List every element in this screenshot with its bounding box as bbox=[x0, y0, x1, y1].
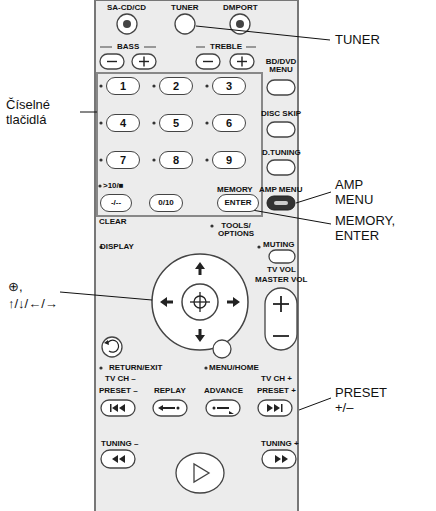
button-label: DMPORT bbox=[223, 4, 258, 12]
button-label: CLEAR bbox=[99, 218, 127, 226]
button-label: >10/■ bbox=[103, 182, 124, 190]
remote-button: 7 bbox=[106, 151, 140, 169]
remote-button: 0/10 bbox=[149, 194, 183, 212]
callout-label: ⊕, bbox=[8, 280, 23, 295]
button-label: TUNING + bbox=[261, 440, 299, 448]
button-label: D.TUNING bbox=[262, 149, 301, 157]
button-label: MUTING bbox=[263, 241, 295, 249]
button-label: TUNER bbox=[171, 4, 199, 12]
remote-button: 4 bbox=[106, 114, 140, 132]
button-label: TV CH + bbox=[261, 375, 292, 383]
button-text: ENTER bbox=[224, 196, 252, 210]
button-text: 3 bbox=[219, 79, 239, 93]
button-label: TV CH – bbox=[105, 375, 136, 383]
button-text: 8 bbox=[166, 153, 186, 167]
button-label: SA-CD/CD bbox=[107, 4, 146, 12]
button-label: DISC SKIP bbox=[261, 110, 301, 118]
callout-label: MEMORY, ENTER bbox=[335, 214, 405, 244]
remote-button: 1 bbox=[106, 77, 140, 95]
button-label: TUNING – bbox=[101, 440, 138, 448]
button-label: BASS bbox=[117, 43, 139, 51]
callout-label: TUNER bbox=[335, 33, 380, 48]
callout-label: AMP MENU bbox=[335, 178, 379, 208]
button-label: TV VOL bbox=[267, 266, 296, 274]
button-label: PRESET + bbox=[257, 387, 296, 395]
callout-label: ↑/↓/←/→ bbox=[8, 297, 58, 312]
button-label: REPLAY bbox=[154, 387, 186, 395]
remote-button: ENTER bbox=[217, 194, 259, 212]
button-text: 1 bbox=[113, 79, 133, 93]
button-text: 9 bbox=[219, 153, 239, 167]
button-label: RETURN/EXIT bbox=[109, 364, 162, 372]
button-label: DISPLAY bbox=[100, 243, 134, 251]
button-label: AMP MENU bbox=[259, 186, 302, 194]
remote-button: -/-- bbox=[100, 194, 132, 212]
remote-button: 9 bbox=[212, 151, 246, 169]
button-label: BD/DVD MENU bbox=[264, 58, 298, 75]
button-text: 7 bbox=[113, 153, 133, 167]
button-text: 6 bbox=[219, 116, 239, 130]
button-text: 0/10 bbox=[156, 196, 176, 210]
remote-button: 5 bbox=[159, 114, 193, 132]
button-label: MASTER VOL bbox=[255, 276, 307, 284]
button-label: TREBLE bbox=[210, 43, 242, 51]
remote-button: 2 bbox=[159, 77, 193, 95]
button-text: -/-- bbox=[107, 196, 125, 210]
remote-button: 8 bbox=[159, 151, 193, 169]
remote-button: 6 bbox=[212, 114, 246, 132]
callout-label: Číselné tlačidlá bbox=[6, 98, 80, 128]
button-text: 4 bbox=[113, 116, 133, 130]
button-text: 2 bbox=[166, 79, 186, 93]
callout-label: PRESET +/– bbox=[335, 386, 391, 416]
button-label: ADVANCE bbox=[204, 387, 243, 395]
remote-button: 3 bbox=[212, 77, 246, 95]
button-label: TOOLS/ OPTIONS bbox=[214, 222, 258, 239]
button-text: 5 bbox=[166, 116, 186, 130]
button-label: MENU/HOME bbox=[209, 364, 259, 372]
button-label: PRESET – bbox=[99, 387, 138, 395]
